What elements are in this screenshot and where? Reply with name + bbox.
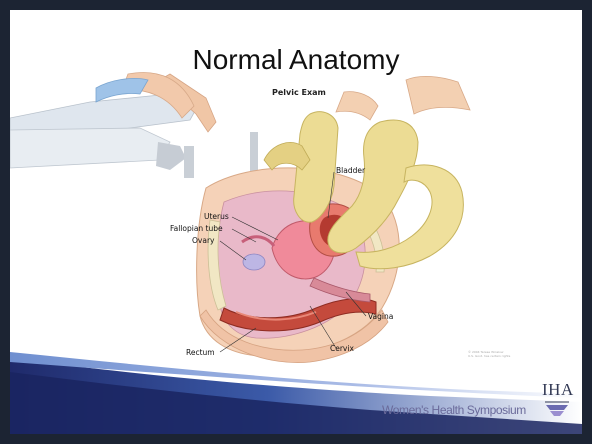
- bottom-swoosh-band: [10, 10, 582, 434]
- iha-logo: IHA: [542, 380, 572, 420]
- footer-brand-name: Women's Health Symposium: [382, 403, 526, 417]
- slide-content: Normal Anatomy: [10, 10, 582, 434]
- iha-logo-mark: [542, 380, 572, 420]
